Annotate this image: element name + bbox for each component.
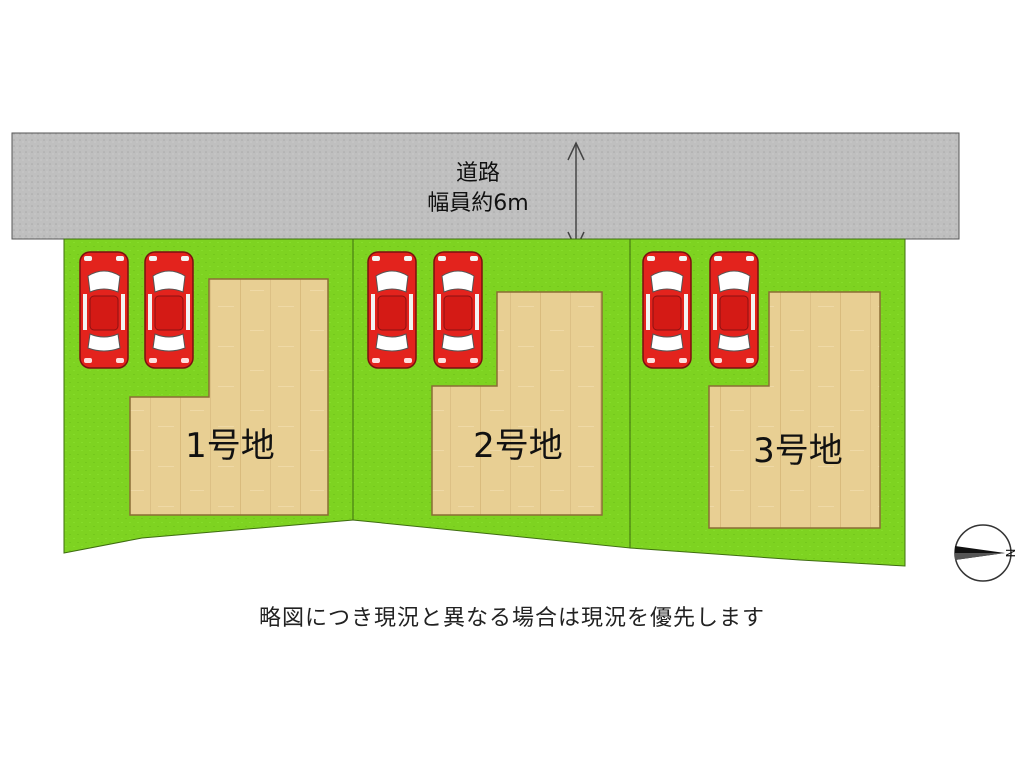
lot-1-label: 1号地 [185, 426, 275, 466]
lot-3: 3号地 [629, 238, 906, 567]
road-label: 道路 [456, 161, 500, 186]
lot-1-car-2 [144, 251, 194, 369]
lot-2-label: 2号地 [473, 426, 563, 466]
lot-2-building [431, 291, 603, 516]
lot-2: 2号地 [352, 238, 631, 549]
lot-1-building [129, 278, 329, 516]
disclaimer-note: 略図につき現況と異なる場合は現況を優先します [258, 606, 765, 631]
lot-3-car-1 [642, 251, 692, 369]
lot-3-building [708, 291, 881, 529]
lot-3-label: 3号地 [753, 431, 843, 471]
lot-1: 1号地 [63, 238, 354, 554]
lot-2-car-2 [433, 251, 483, 369]
road [11, 132, 960, 240]
lot-2-car-1 [367, 251, 417, 369]
compass-icon: N [954, 524, 1018, 582]
lot-1-car-1 [79, 251, 129, 369]
lot-3-car-2 [709, 251, 759, 369]
road-width-label: 幅員約6m [427, 191, 528, 216]
compass-north-label: N [1004, 549, 1018, 558]
